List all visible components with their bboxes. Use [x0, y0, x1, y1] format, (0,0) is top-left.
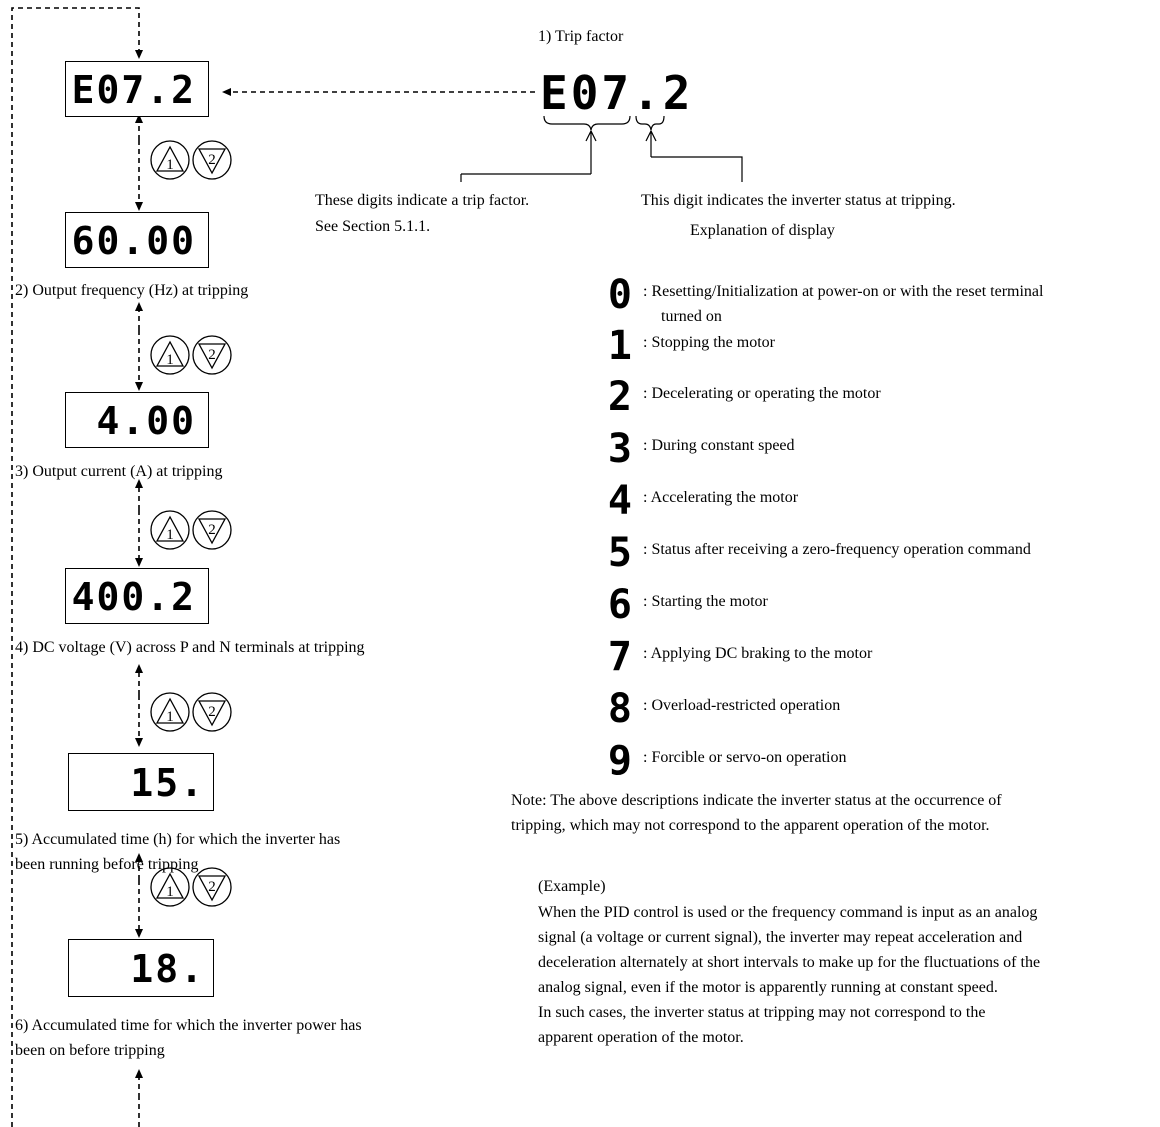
status-digit-note: This digit indicates the inverter status… — [641, 192, 956, 209]
status-digit: 2 — [607, 374, 634, 420]
svg-text:2: 2 — [208, 347, 216, 363]
svg-text:1: 1 — [166, 709, 174, 725]
status-digit: 7 — [607, 634, 634, 680]
display-dc-voltage: 400.2 — [65, 568, 209, 624]
caption-running-time-1: 5) Accumulated time (h) for which the in… — [15, 831, 341, 848]
status-digit: 1 — [607, 323, 634, 369]
display-trip-code: E07.2 — [65, 61, 209, 117]
caption-output-frequency: 2) Output frequency (Hz) at tripping — [15, 282, 249, 299]
example-line: analog signal, even if the motor is appa… — [538, 979, 998, 996]
display-power-on-time: 18. — [68, 939, 214, 997]
status-desc: : Accelerating the motor — [643, 489, 799, 506]
display-output-current: 4.00 — [65, 392, 209, 448]
status-desc: : Status after receiving a zero-frequenc… — [643, 541, 1031, 558]
status-digit: 0 — [607, 272, 634, 318]
status-digit: 9 — [607, 738, 634, 784]
key-icons — [150, 140, 232, 907]
caption-dc-voltage: 4) DC voltage (V) across P and N termina… — [15, 639, 365, 656]
trip-code-big: E07.2 — [540, 66, 694, 120]
status-desc-cont: turned on — [661, 308, 722, 325]
status-digit: 3 — [607, 426, 634, 472]
down-key-label: 2 — [208, 152, 216, 168]
example-title: (Example) — [538, 878, 606, 895]
svg-text:1: 1 — [166, 352, 174, 368]
status-desc: : Starting the motor — [643, 593, 768, 610]
note-line1: Note: The above descriptions indicate th… — [511, 792, 1002, 809]
status-digit: 5 — [607, 530, 634, 576]
caption-running-time-2: been running before tripping — [15, 856, 199, 873]
status-desc: : Overload-restricted operation — [643, 697, 841, 714]
svg-text:2: 2 — [208, 522, 216, 538]
status-desc: : Decelerating or operating the motor — [643, 385, 881, 402]
digits-note-line2: See Section 5.1.1. — [315, 218, 431, 235]
example-line: apparent operation of the motor. — [538, 1029, 744, 1046]
trip-factor-title: 1) Trip factor — [538, 28, 624, 45]
status-digit: 6 — [607, 582, 634, 628]
status-desc: : Applying DC braking to the motor — [643, 645, 873, 662]
note-line2: tripping, which may not correspond to th… — [511, 817, 990, 834]
example-line: deceleration alternately at short interv… — [538, 954, 1041, 971]
caption-power-on-time-2: been on before tripping — [15, 1042, 165, 1059]
status-digit: 4 — [607, 478, 634, 524]
example-line: In such cases, the inverter status at tr… — [538, 1004, 986, 1021]
status-desc: : During constant speed — [643, 437, 795, 454]
up-down-keys-1 — [150, 140, 232, 180]
up-key-label: 1 — [166, 157, 174, 173]
status-desc: : Stopping the motor — [643, 334, 775, 351]
svg-text:2: 2 — [208, 879, 216, 895]
explanation-title: Explanation of display — [690, 222, 835, 239]
display-output-frequency: 60.00 — [65, 212, 209, 268]
status-desc: : Forcible or servo-on operation — [643, 749, 847, 766]
svg-text:1: 1 — [166, 527, 174, 543]
caption-output-current: 3) Output current (A) at tripping — [15, 463, 223, 480]
svg-text:1: 1 — [166, 884, 174, 900]
digits-note-line1: These digits indicate a trip factor. — [315, 192, 530, 209]
example-line: signal (a voltage or current signal), th… — [538, 929, 1023, 946]
caption-power-on-time-1: 6) Accumulated time for which the invert… — [15, 1017, 362, 1034]
svg-text:2: 2 — [208, 704, 216, 720]
status-desc: : Resetting/Initialization at power-on o… — [643, 283, 1044, 300]
example-line: When the PID control is used or the freq… — [538, 904, 1038, 921]
status-digit: 8 — [607, 686, 634, 732]
display-running-time: 15. — [68, 753, 214, 811]
